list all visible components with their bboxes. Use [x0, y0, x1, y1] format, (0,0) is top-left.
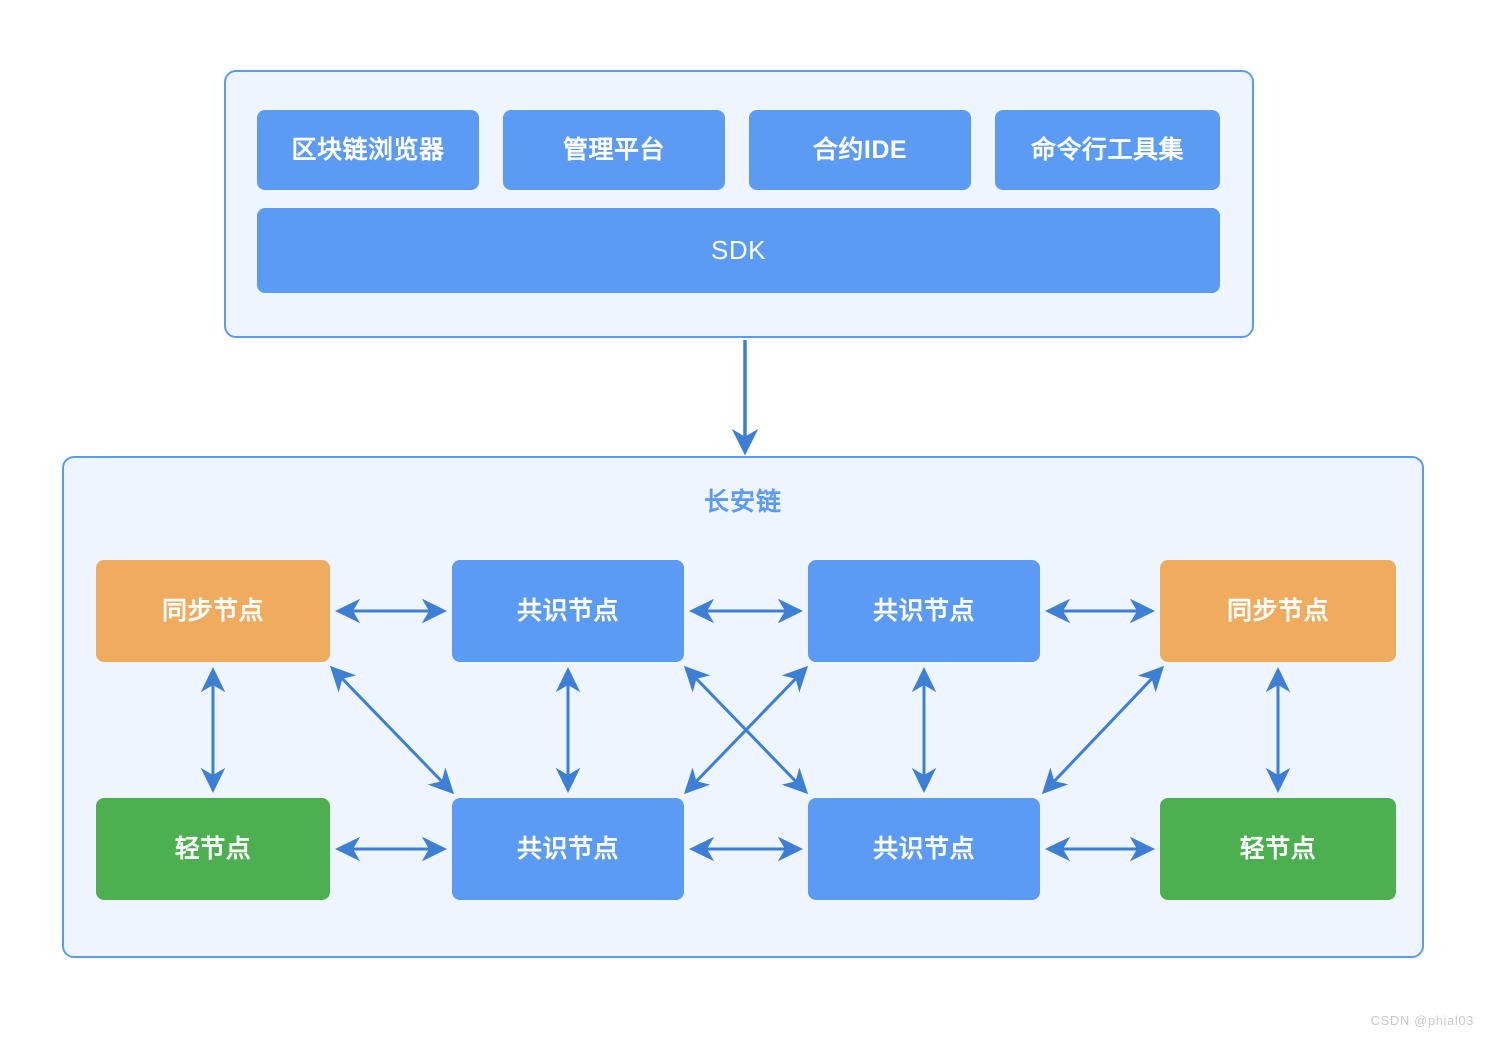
- watermark: CSDN @phial03: [1370, 1013, 1474, 1028]
- tool-box-cli-toolset[interactable]: 命令行工具集: [995, 110, 1220, 190]
- tool-box-blockchain-explorer[interactable]: 区块链浏览器: [257, 110, 479, 190]
- node-light-right[interactable]: 轻节点: [1160, 798, 1396, 900]
- node-sync-right[interactable]: 同步节点: [1160, 560, 1396, 662]
- tool-box-contract-ide[interactable]: 合约IDE: [749, 110, 971, 190]
- tool-box-management-platform[interactable]: 管理平台: [503, 110, 725, 190]
- node-consensus-3[interactable]: 共识节点: [452, 798, 684, 900]
- node-consensus-4[interactable]: 共识节点: [808, 798, 1040, 900]
- chain-panel-title: 长安链: [703, 488, 782, 516]
- sdk-box[interactable]: SDK: [257, 208, 1220, 293]
- node-sync-left[interactable]: 同步节点: [96, 560, 330, 662]
- node-consensus-2[interactable]: 共识节点: [808, 560, 1040, 662]
- node-consensus-1[interactable]: 共识节点: [452, 560, 684, 662]
- node-light-left[interactable]: 轻节点: [96, 798, 330, 900]
